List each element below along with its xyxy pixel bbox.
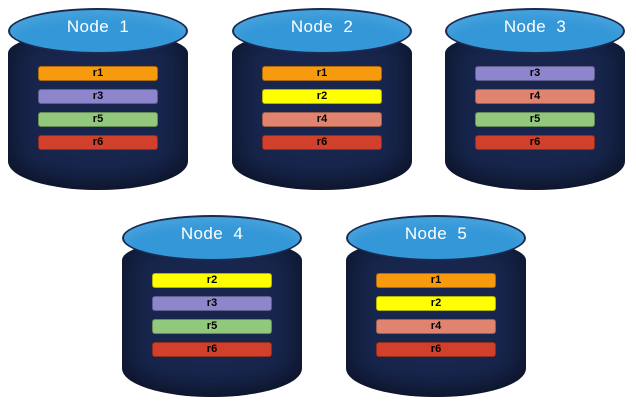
replica-bar[interactable]: r3 (152, 296, 272, 311)
database-node-3[interactable]: Node 3 r3 r4 r5 r6 (445, 8, 625, 190)
cylinder-body (346, 238, 526, 397)
cylinder-top-ellipse (445, 8, 625, 54)
database-node-1[interactable]: Node 1 r1 r3 r5 r6 (8, 8, 188, 190)
replica-bar[interactable]: r4 (376, 319, 496, 334)
cylinder-body (445, 31, 625, 190)
replica-bar[interactable]: r6 (376, 342, 496, 357)
replica-list: r1 r2 r4 r6 (376, 273, 496, 357)
replica-list: r1 r2 r4 r6 (262, 66, 382, 150)
database-node-5[interactable]: Node 5 r1 r2 r4 r6 (346, 215, 526, 397)
replica-bar[interactable]: r1 (376, 273, 496, 288)
cylinder-body (232, 31, 412, 190)
replica-bar[interactable]: r4 (262, 112, 382, 127)
replica-bar[interactable]: r1 (38, 66, 158, 81)
replica-bar[interactable]: r5 (475, 112, 595, 127)
replica-list: r3 r4 r5 r6 (475, 66, 595, 150)
replica-bar[interactable]: r3 (475, 66, 595, 81)
replica-bar[interactable]: r4 (475, 89, 595, 104)
node-label: Node 5 (404, 224, 468, 243)
replica-bar[interactable]: r6 (475, 135, 595, 150)
replica-bar[interactable]: r2 (376, 296, 496, 311)
replica-bar[interactable]: r5 (38, 112, 158, 127)
node-label: Node 1 (66, 17, 130, 36)
cylinder-body (8, 31, 188, 190)
cylinder-top-ellipse (122, 215, 302, 261)
replica-bar[interactable]: r6 (38, 135, 158, 150)
replica-bar[interactable]: r2 (262, 89, 382, 104)
node-label: Node 2 (290, 17, 354, 36)
replica-bar[interactable]: r3 (38, 89, 158, 104)
cylinder-top-ellipse (346, 215, 526, 261)
database-node-4[interactable]: Node 4 r2 r3 r5 r6 (122, 215, 302, 397)
replica-bar[interactable]: r6 (262, 135, 382, 150)
replica-bar[interactable]: r6 (152, 342, 272, 357)
replica-bar[interactable]: r1 (262, 66, 382, 81)
replica-bar[interactable]: r5 (152, 319, 272, 334)
cylinder-body (122, 238, 302, 397)
cylinder-top-ellipse (232, 8, 412, 54)
database-node-2[interactable]: Node 2 r1 r2 r4 r6 (232, 8, 412, 190)
node-label: Node 3 (503, 17, 567, 36)
replica-list: r1 r3 r5 r6 (38, 66, 158, 150)
cylinder-top-ellipse (8, 8, 188, 54)
node-label: Node 4 (180, 224, 244, 243)
replica-bar[interactable]: r2 (152, 273, 272, 288)
replica-list: r2 r3 r5 r6 (152, 273, 272, 357)
